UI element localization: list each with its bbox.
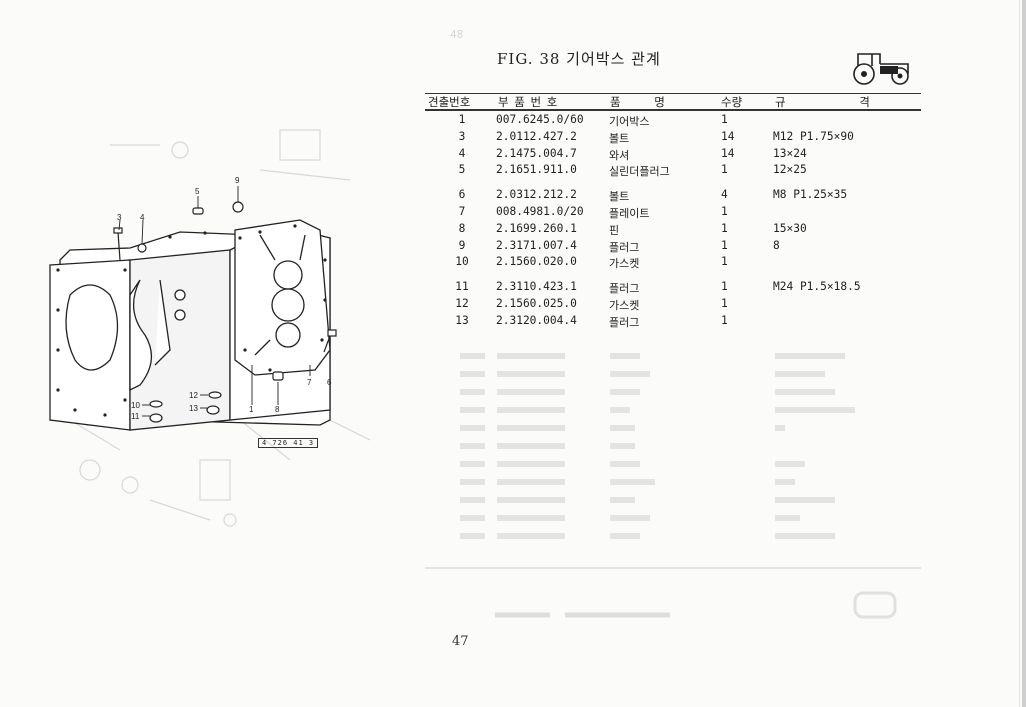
table-row: 13 2.3120.004.4 플러그 1 [425,313,921,330]
quantity: 1 [721,221,728,235]
col-header-no: 견출번호 [428,95,471,109]
part-number: 2.1699.260.1 [496,221,577,235]
part-number: 2.0312.212.2 [496,188,577,202]
callout-5: 5 [195,187,200,196]
part-name: 실린더플러그 [609,165,670,179]
part-number: 2.1651.911.0 [496,163,577,177]
part-number: 2.0112.427.2 [496,129,577,143]
table-row: 4 2.1475.004.7 와셔 14 13×24 [425,146,921,163]
col-header-name: 품 명 [610,95,665,109]
spec: 8 [773,238,780,252]
table-header-rule [425,109,921,111]
ref-number: 11 [455,280,469,294]
ref-number: 8 [458,221,466,235]
tractor-icon [853,53,909,85]
table-row: 9 2.3171.007.4 플러그 1 8 [425,238,921,255]
ref-number: 7 [458,204,466,218]
table-row: 1 007.6245.0/60 기어박스 1 [425,112,921,129]
spec: M8 P1.25×35 [773,188,848,202]
ref-number: 13 [455,313,469,327]
table-row: 12 2.1560.025.0 가스켓 1 [425,296,921,313]
ref-number: 6 [458,188,466,202]
quantity: 1 [721,313,728,327]
callout-13: 13 [189,404,198,413]
callout-10: 10 [131,401,140,410]
quantity: 1 [721,113,728,126]
quantity: 14 [721,129,735,143]
table-row: 10 2.1560.020.0 가스켓 1 [425,254,921,271]
part-name: 볼트 [609,190,630,204]
quantity: 4 [721,188,728,202]
callout-9: 9 [235,176,240,185]
quantity: 1 [721,204,728,218]
ref-number: 4 [458,146,466,160]
callout-1: 1 [249,405,254,414]
callout-7: 7 [307,378,312,387]
page-title: FIG. 38 기어박스 관계 [497,50,661,68]
spec: 12×25 [773,163,807,177]
callout-3: 3 [117,213,122,222]
figure-code: 4 726 41 3 [258,438,319,448]
bleed-through-title [495,612,670,618]
part-name: 볼트 [609,131,630,145]
spec: 13×24 [773,146,807,160]
part-name: 기어박스 [609,115,650,128]
part-name: 플러그 [609,282,640,296]
spec: M24 P1.5×18.5 [773,280,861,294]
bleed-through-shadow [425,353,921,569]
quantity: 1 [721,280,728,294]
table-row: 7 008.4981.0/20 플레이트 1 [425,204,921,221]
ref-number: 9 [458,238,466,252]
part-number: 007.6245.0/60 [496,113,584,126]
ref-number: 5 [458,163,466,177]
col-header-qty: 수량 [721,95,743,109]
col-header-spec: 규 격 [775,95,870,109]
table-row: 11 2.3110.423.1 플러그 1 M24 P1.5×18.5 [425,279,921,296]
part-name: 와셔 [609,148,630,162]
ref-number: 12 [455,296,469,310]
callout-11: 11 [131,412,140,421]
ref-number: 1 [458,113,466,126]
table-row: 3 2.0112.427.2 볼트 14 M12 P1.75×90 [425,129,921,146]
spec: 15×30 [773,221,807,235]
callout-8: 8 [275,405,280,414]
part-name: 플러그 [609,240,640,254]
table-row: 8 2.1699.260.1 핀 1 15×30 [425,221,921,238]
callout-4: 4 [140,213,145,222]
ref-number: 10 [455,255,469,269]
part-number: 2.3120.004.4 [496,313,577,327]
spec: M12 P1.75×90 [773,129,854,143]
callout-6: 6 [327,378,332,387]
top-mark: 48 [450,28,464,41]
ref-number: 3 [458,129,466,143]
table-row: 5 2.1651.911.0 실린더플러그 1 12×25 [425,162,921,179]
quantity: 14 [721,146,735,160]
part-number: 2.3110.423.1 [496,280,577,294]
parts-table: 1 007.6245.0/60 기어박스 1 3 2.0112.427.2 볼트… [425,112,921,330]
bleed-through-tractor [853,591,897,619]
part-name: 가스켓 [609,298,640,312]
part-number: 2.1475.004.7 [496,146,577,160]
part-name: 핀 [609,223,620,237]
part-number: 2.3171.007.4 [496,238,577,252]
part-name: 플레이트 [609,206,650,220]
part-number: 2.1560.025.0 [496,296,577,310]
page-edge [1022,0,1026,707]
gearbox-exploded-diagram: 9 5 3 4 7 6 1 8 12 13 10 11 [49,129,371,527]
page-edge-line [1019,0,1020,707]
col-header-part: 부 품 번 호 [498,95,558,109]
page-number: 47 [452,634,469,649]
part-name: 가스켓 [609,257,640,271]
part-number: 2.1560.020.0 [496,255,577,269]
quantity: 1 [721,163,728,177]
quantity: 1 [721,238,728,252]
quantity: 1 [721,255,728,269]
table-top-rule [425,93,921,94]
table-row: 6 2.0312.212.2 볼트 4 M8 P1.25×35 [425,187,921,204]
callout-12: 12 [189,391,198,400]
quantity: 1 [721,296,728,310]
part-number: 008.4981.0/20 [496,204,584,218]
part-name: 플러그 [609,315,640,329]
